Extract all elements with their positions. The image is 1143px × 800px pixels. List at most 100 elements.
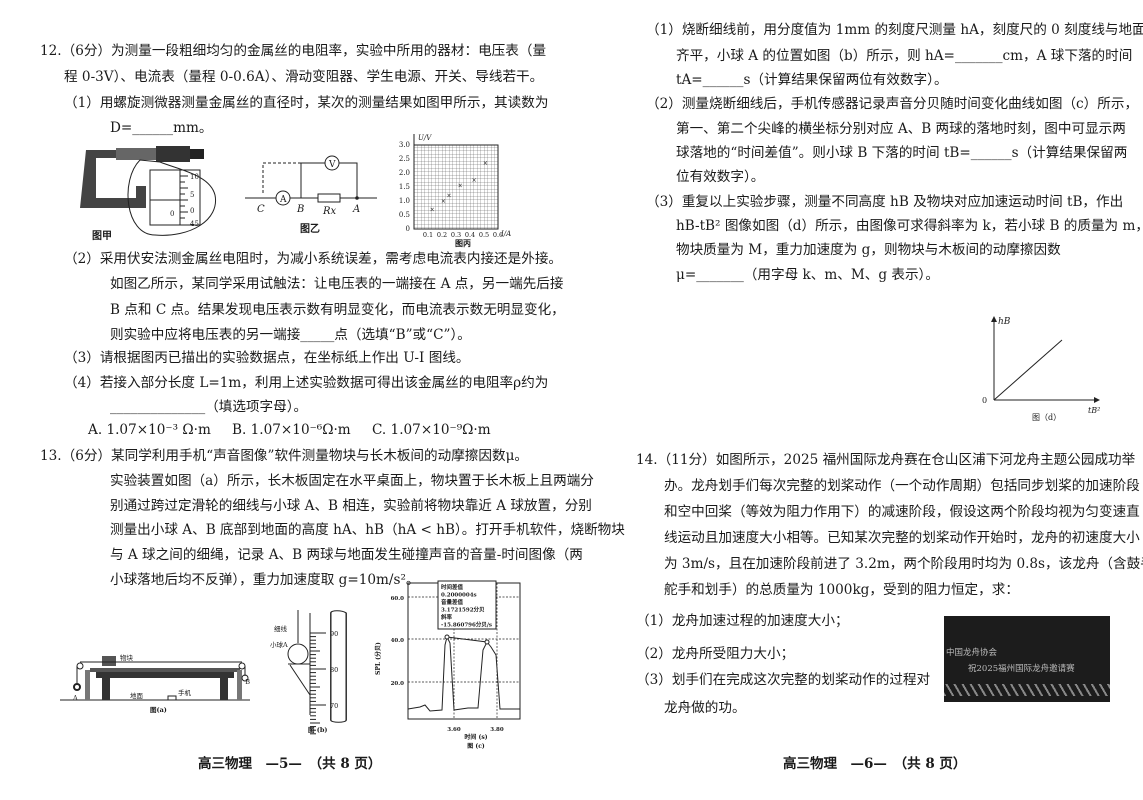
x-axis-label: 时间 (s)	[464, 733, 487, 741]
x-tick: 3.80	[490, 727, 504, 733]
x-tick: 0.6	[493, 231, 503, 239]
figure-c-spl-plot: 时间差值 0.2000004s音量差值3.1721592分贝斜率-15.86079…	[374, 580, 521, 750]
x-axis-label: tB²	[1088, 406, 1100, 415]
q13-text-line: 13.（6分）某同学利用手机“声音图像”软件测量物块与长木板间的动摩擦因数μ。	[40, 448, 528, 464]
info-box-line: 3.1721592分贝	[441, 606, 485, 614]
label-ball-a: 小球A	[270, 640, 288, 649]
q12-text-line: （1）用螺旋测微器测量金属丝的直径时，某次的测量结果如图甲所示，其读数为	[64, 95, 549, 111]
label-block: 物块	[120, 653, 134, 662]
q13-cont-text-line: （2）测量烧断细线后，手机传感器记录声音分贝随时间变化曲线如图（c）所示，	[646, 96, 1139, 112]
data-point: ×	[446, 192, 451, 199]
q14-text-line: （3）划手们在完成这次完整的划桨动作的过程对	[636, 672, 931, 688]
info-box-line: -15.860796分贝/s	[441, 621, 492, 629]
ruler-label: 80	[330, 666, 338, 674]
x-tick: 0.3	[451, 231, 461, 239]
data-point: ×	[441, 198, 446, 205]
figure-a-apparatus: 物块 A B 地面 手机 图(a)	[60, 653, 250, 714]
q12-text-line: （2）采用伏安法测金属丝电阻时，为减小系统误差，需考虑电流表内接还是外接。	[64, 251, 563, 267]
x-tick: 3.60	[447, 727, 461, 733]
y-tick: 1.5	[399, 183, 410, 191]
ruler-label: 70	[330, 702, 338, 710]
y-tick: 1.0	[399, 197, 410, 205]
y-tick: 0	[406, 225, 410, 233]
x-tick: 0.2	[437, 231, 447, 239]
info-box-line: 斜率	[440, 613, 453, 621]
data-point: ×	[483, 160, 488, 167]
banner-text: 祝2025福州国际龙舟邀请赛	[968, 664, 1075, 674]
q13-text-line: 实验装置如图（a）所示，长木板固定在水平桌面上，物块置于长木板上且两端分	[110, 473, 594, 489]
info-box-line: 0.2000004s	[441, 593, 477, 599]
y-tick: 20.0	[391, 681, 405, 687]
q14-text-line: 龙舟做的功。	[664, 700, 746, 716]
data-point: ×	[430, 206, 435, 213]
q14-text-line: 为 3m/s，且在加速阶段前进了 3.2m，两个阶段用时均为 0.8s，该龙舟（…	[664, 556, 1143, 572]
data-point: ×	[458, 183, 463, 190]
figure-circuit: V A C B Rx A	[245, 155, 377, 217]
q13-cont-text-line: 位有效数字）。	[676, 169, 765, 185]
q12-text-line: 如图乙所示，某同学采用试触法：让电压表的一端接在 A 点，另一端先后接	[110, 276, 564, 292]
q14-text-line: 线运动且加速度大小相等。已知某次完整的划桨动作开始时，龙舟的初速度大小	[664, 530, 1140, 546]
q12-text-line: ______________（填选项字母）。	[110, 399, 308, 415]
q13-text-line: 别通过跨过定滑轮的细线与小球 A、B 相连，实验前将物块靠近 A 球放置，分别	[110, 498, 592, 514]
option-b: B. 1.07×10⁻⁶Ω·m	[232, 422, 351, 438]
q14-text-line: 办。龙舟划手们每次完整的划桨动作（一个动作周期）包括同步划桨的加速阶段	[664, 478, 1140, 494]
q12-text-line: D=______mm。	[110, 120, 213, 136]
x-tick: 0.1	[423, 231, 433, 239]
q13-cont-text-line: （3）重复以上实验步骤，测量不同高度 hB 及物块对应加速运动时间 tB，作出	[646, 194, 1124, 210]
label-ball-a: A	[72, 694, 78, 702]
x-tick: 0.4	[465, 231, 475, 239]
data-point: ×	[472, 177, 477, 184]
y-tick: 2.0	[399, 169, 410, 177]
y-tick: 2.5	[399, 155, 410, 163]
option-c: C. 1.07×10⁻⁹Ω·m	[372, 422, 491, 438]
y-axis-label: U/V	[418, 134, 432, 142]
scale-label: 5	[190, 191, 194, 199]
point-b: B	[296, 204, 304, 215]
resistor-label: Rx	[322, 206, 337, 217]
q13-cont-text-line: hB-tB² 图像如图（d）所示，由图像可求得斜率为 k，若小球 B 的质量为 …	[676, 218, 1143, 234]
q12-text-line: （3）请根据图丙已描出的实验数据点，在坐标纸上作出 U-I 图线。	[64, 350, 470, 366]
q13-text-line: 测量出小球 A、B 底部到地面的高度 hA、hB（hA < hB）。打开手机软件…	[110, 522, 625, 538]
q14-text-line: （1）龙舟加速过程的加速度大小；	[636, 613, 849, 629]
y-axis-label: hB	[998, 317, 1011, 327]
q14-text-line: （2）龙舟所受阻力大小；	[636, 646, 795, 662]
origin-label: 0	[982, 396, 987, 405]
q13-cont-text-line: 第一、第二个尖峰的横坐标分别对应 A、B 两球的落地时刻，图中可显示两	[676, 121, 1126, 137]
label-phone: 手机	[178, 688, 192, 697]
y-tick: 40.0	[391, 638, 405, 644]
q13-cont-text-line: （1）烧断细线前，用分度值为 1mm 的刻度尺测量 hA，刻度尺的 0 刻度线与…	[646, 22, 1143, 38]
y-axis-label: SPL (分贝)	[374, 642, 382, 675]
ruler-label: 90	[330, 630, 338, 638]
label-ground: 地面	[130, 691, 144, 700]
page-footer-5: 高三物理 —5— （共 8 页）	[198, 756, 382, 772]
ammeter-label: A	[279, 195, 287, 205]
scale-label: 0	[170, 210, 174, 218]
q12-text-line: 则实验中应将电压表的另一端接_____点（选填“B”或“C”）。	[110, 327, 471, 343]
q12-text-line: 程 0-3V）、电流表（量程 0-0.6A）、滑动变阻器、学生电源、开关、导线若…	[64, 69, 544, 85]
dragon-boat-photo: 中国龙舟协会 祝2025福州国际龙舟邀请赛	[944, 616, 1110, 702]
q12-text-line: （4）若接入部分长度 L=1m，利用上述实验数据可得出该金属丝的电阻率ρ约为	[64, 375, 549, 391]
scale-label: 45	[190, 220, 199, 228]
y-tick: 0.5	[399, 211, 410, 219]
label-ball-b: B	[245, 678, 250, 686]
label-thread: 细线	[274, 624, 288, 633]
option-a: A. 1.07×10⁻³ Ω·m	[88, 422, 211, 438]
figure-d-graph: hB tB² 0 图（d）	[982, 316, 1100, 422]
caption-fig-bing: 图丙	[455, 238, 471, 248]
caption-fig-yi: 图乙	[300, 224, 320, 235]
q12-text-line: B 点和 C 点。结果发现电压表示数有明显变化，而电流表示数无明显变化，	[110, 302, 565, 318]
banner-text: 中国龙舟协会	[946, 648, 998, 658]
scale-label: 10	[190, 173, 199, 181]
x-axis-label: I/A	[500, 230, 511, 238]
q12-text-line: 12.（6分）为测量一段粗细均匀的金属丝的电阻率，实验中所用的器材：电压表（量	[40, 43, 547, 59]
x-tick: 0.5	[479, 231, 489, 239]
info-box-line: 音量差值	[441, 598, 464, 606]
figure-b-ruler: 细线 小球A 90 80 70 图 (b)	[270, 610, 347, 735]
q14-text-line: 和空中回桨（等效为阻力作用下）的减速阶段，假设这两个阶段均视为匀变速直	[664, 504, 1140, 520]
q13-cont-text-line: 物块质量为 M，重力加速度为 g，则物块与木板间的动摩擦因数	[676, 242, 1061, 258]
caption-fig-a: 图(a)	[150, 705, 167, 714]
voltmeter-label: V	[328, 160, 336, 170]
info-box-line: 时间差值	[441, 583, 464, 591]
q13-cont-text-line: 齐平，小球 A 的位置如图（b）所示，则 hA=_______cm，A 球下落的…	[676, 48, 1133, 64]
